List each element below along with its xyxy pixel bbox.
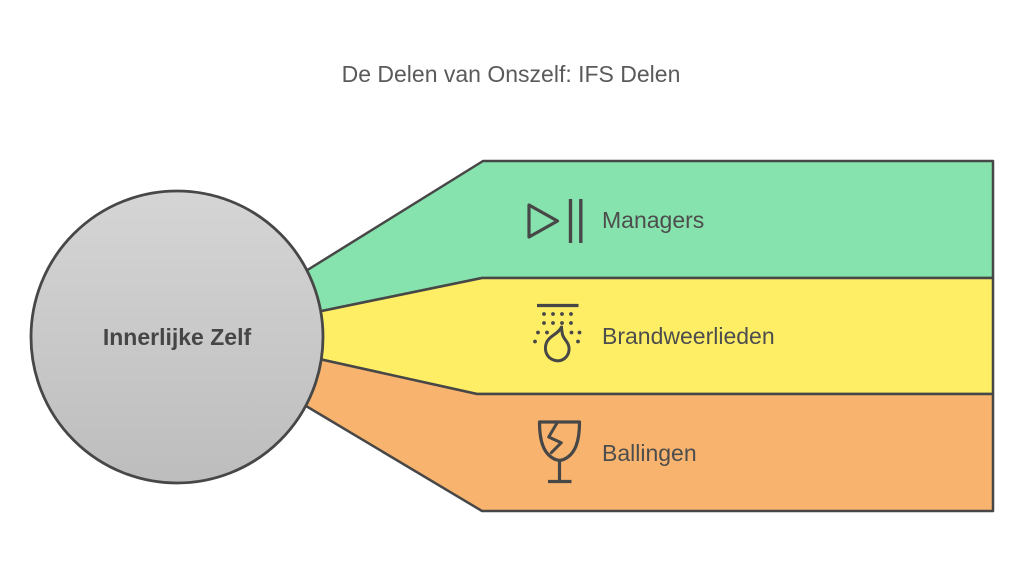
managers-label: Managers: [602, 207, 704, 233]
sprinkler-flame-icon: [533, 303, 582, 363]
diagram-title: De Delen van Onszelf: IFS Delen: [342, 61, 681, 87]
inner-self-circle: [29, 189, 325, 485]
inner-self-label: Innerlijke Zelf: [103, 324, 252, 350]
firefighters-label: Brandweerlieden: [602, 323, 775, 349]
play-pause-icon: [527, 199, 583, 243]
broken-glass-icon: [537, 420, 582, 484]
exiles-label: Ballingen: [602, 440, 697, 466]
